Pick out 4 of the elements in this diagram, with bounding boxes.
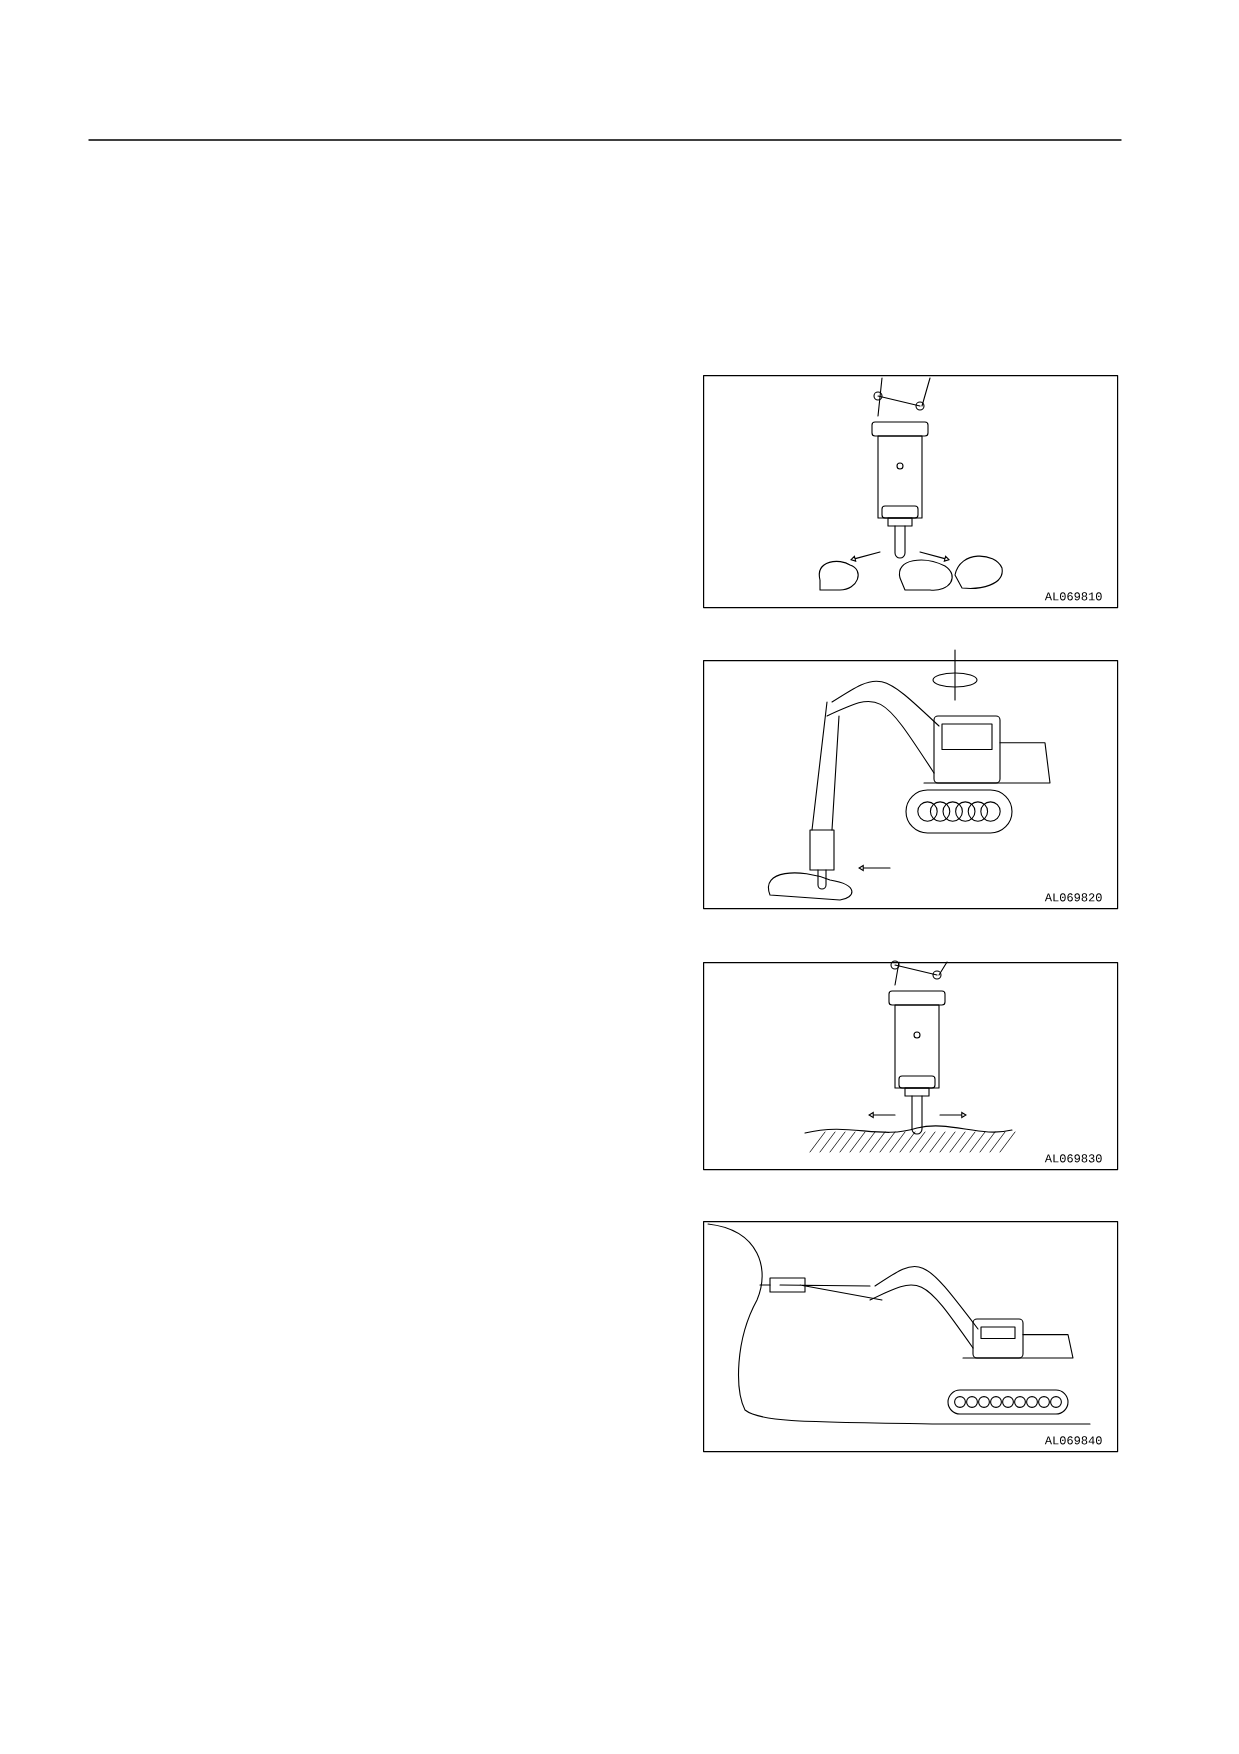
figure-code: AL069830 [1044,1154,1102,1163]
figure-code: AL069820 [1044,893,1102,902]
figure-code: AL069840 [1044,1436,1102,1445]
figure-code: AL069810 [1044,592,1102,601]
